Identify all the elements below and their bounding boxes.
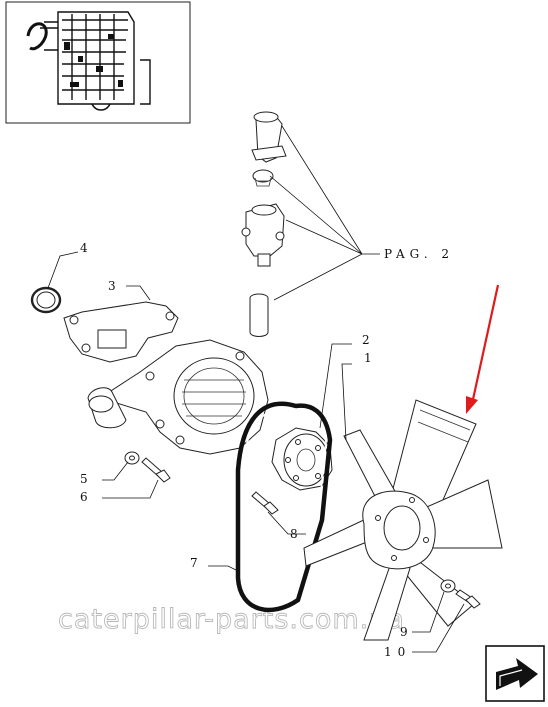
callout-3: 3	[108, 279, 116, 293]
cooling-fan	[303, 399, 503, 641]
o-ring-gasket	[30, 286, 62, 314]
v-belt	[235, 401, 333, 613]
washer-9	[440, 579, 456, 593]
callout-9: 9	[400, 625, 408, 639]
watermark: caterpillar-parts.com.ua	[58, 604, 405, 635]
bolt-8	[251, 491, 279, 515]
next-page-arrow-icon[interactable]	[485, 645, 545, 702]
mounting-bracket	[63, 301, 179, 363]
bolt-6	[141, 457, 171, 483]
washer-5	[124, 451, 140, 465]
callout-5: 5	[80, 472, 88, 486]
callout-4: 4	[80, 241, 88, 255]
bolt-10	[455, 589, 481, 609]
leader-lines	[47, 125, 465, 653]
thermostat	[252, 169, 274, 187]
callout-labels: 1 2 3 4 5 6 7 8 9 10 PAG. 2	[80, 241, 454, 659]
callout-7: 7	[190, 556, 198, 570]
page-reference: PAG. 2	[384, 247, 454, 261]
highlight-arrow	[466, 284, 500, 414]
engine-thumbnail	[5, 1, 191, 124]
callout-10: 10	[384, 645, 411, 659]
callout-8: 8	[290, 527, 298, 541]
spacer-sleeve	[249, 293, 269, 337]
callout-6: 6	[80, 490, 88, 504]
callout-1: 1	[364, 351, 372, 365]
fan-pulley-hub	[271, 427, 333, 491]
thermostat-housing	[241, 203, 285, 267]
water-pump	[87, 339, 269, 455]
thermostat-elbow	[251, 111, 287, 163]
callout-2: 2	[362, 333, 370, 347]
